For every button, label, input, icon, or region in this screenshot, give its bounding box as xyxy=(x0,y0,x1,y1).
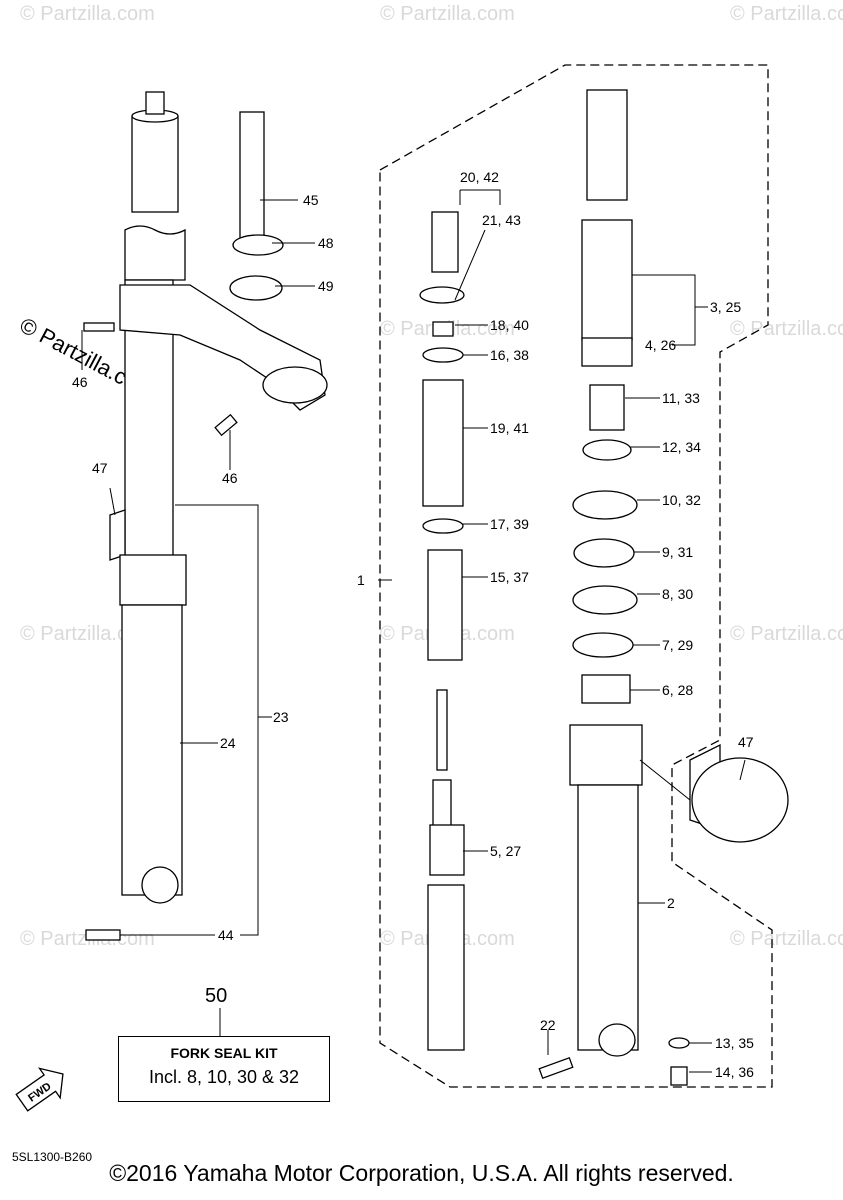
copyright-notice: ©2016 Yamaha Motor Corporation, U.S.A. A… xyxy=(109,1160,734,1186)
bracket-boss xyxy=(262,366,328,404)
callout-44: 44 xyxy=(218,927,234,943)
callout-5-27: 5, 27 xyxy=(490,843,521,859)
damper-body xyxy=(427,884,465,1051)
cap-bolt xyxy=(145,91,165,115)
bearing-48 xyxy=(232,234,284,256)
callout-8-30: 8, 30 xyxy=(662,586,693,602)
outer-axle-boss xyxy=(598,1023,636,1057)
kit-description: Incl. 8, 10, 30 & 32 xyxy=(148,1067,300,1087)
guide-11 xyxy=(589,384,625,431)
rod-lower xyxy=(432,779,452,831)
watermark: © Partzilla.com xyxy=(20,623,155,645)
callout-3-25: 3, 25 xyxy=(710,299,741,315)
callout-48: 48 xyxy=(318,235,334,251)
spacer-19 xyxy=(422,379,464,507)
inner-tube-break xyxy=(124,225,186,281)
callout-9-31: 9, 31 xyxy=(662,544,693,560)
dust-seal-10 xyxy=(572,490,638,520)
damper-stack xyxy=(419,211,465,1051)
outer-tube xyxy=(121,604,183,896)
bolt-22 xyxy=(538,1056,574,1080)
callout-12-34: 12, 34 xyxy=(662,439,701,455)
callout-4-26: 4, 26 xyxy=(645,337,676,353)
watermark: © Partzilla.com xyxy=(730,928,843,950)
outer-tube-2 xyxy=(577,784,639,1051)
cap-bolt-20 xyxy=(431,211,459,273)
callout-22: 22 xyxy=(540,1017,556,1033)
leader-lines xyxy=(81,189,746,1073)
washer-17 xyxy=(422,518,464,534)
watermark: © Partzilla.com xyxy=(20,3,155,25)
oil-seal-8 xyxy=(572,585,638,615)
watermark: © Partzilla.com xyxy=(730,318,843,340)
callout-6-28: 6, 28 xyxy=(662,682,693,698)
inner-tube-3 xyxy=(586,89,628,201)
slide-bush-4 xyxy=(581,337,633,367)
seal-12 xyxy=(582,439,632,461)
fwd-arrow: FWD xyxy=(15,1067,64,1112)
callout-7-29: 7, 29 xyxy=(662,637,693,653)
watermark: © Partzilla.com xyxy=(380,3,515,25)
steering-shaft xyxy=(239,111,265,243)
axle-boss xyxy=(141,866,179,904)
inner-tube-3-lower xyxy=(581,219,633,341)
rod-upper xyxy=(436,689,448,771)
tube-seal-stack xyxy=(538,89,789,1086)
clip-9 xyxy=(573,538,635,568)
callout-11-33: 11, 33 xyxy=(662,390,700,406)
callout-21-43: 21, 43 xyxy=(482,212,521,228)
callout-47-right: 47 xyxy=(738,734,754,750)
assembly-outline xyxy=(379,64,773,1088)
callout-19-41: 19, 41 xyxy=(490,420,529,436)
outer-tube-top xyxy=(119,554,187,606)
inner-tube-top xyxy=(131,115,179,213)
callout-17-39: 17, 39 xyxy=(490,516,529,532)
callout-20-42: 20, 42 xyxy=(460,169,499,185)
fork-seal-kit-box: FORK SEAL KIT Incl. 8, 10, 30 & 32 xyxy=(118,1036,330,1102)
nut-18 xyxy=(432,321,454,337)
callout-18-40: 18, 40 xyxy=(490,317,529,333)
washer-7 xyxy=(572,632,634,658)
bolt-44 xyxy=(85,929,121,941)
callout-47-left: 47 xyxy=(92,460,108,476)
callout-13-35: 13, 35 xyxy=(715,1035,754,1051)
callout-15-37: 15, 37 xyxy=(490,569,529,585)
watermark: © Partzilla.com xyxy=(730,3,843,25)
bush-6 xyxy=(581,674,631,704)
callout-46-lower: 46 xyxy=(222,470,238,486)
callout-14-36: 14, 36 xyxy=(715,1064,754,1080)
bolt-46-lower xyxy=(214,413,238,437)
damper-5 xyxy=(429,824,465,876)
guard-47 xyxy=(109,509,126,561)
guard-ring-47 xyxy=(691,757,789,843)
kit-ref-number: 50 xyxy=(205,985,228,1007)
spring-15 xyxy=(427,549,463,661)
callout-24: 24 xyxy=(220,735,236,751)
bolt-46-upper xyxy=(83,322,115,332)
watermark: © Partzilla.com xyxy=(730,623,843,645)
bearing-49 xyxy=(229,275,283,301)
washer-16 xyxy=(422,347,464,363)
assembled-fork xyxy=(83,91,328,941)
washer-13 xyxy=(668,1037,690,1049)
callout-46-upper: 46 xyxy=(72,374,88,390)
callout-49: 49 xyxy=(318,278,334,294)
callout-1: 1 xyxy=(357,572,365,588)
kit-title: FORK SEAL KIT xyxy=(170,1045,278,1061)
outer-tube-2-top xyxy=(569,724,643,786)
callout-10-32: 10, 32 xyxy=(662,492,701,508)
o-ring-21 xyxy=(419,286,465,304)
callout-16-38: 16, 38 xyxy=(490,347,529,363)
callout-45: 45 xyxy=(303,192,319,208)
callout-23: 23 xyxy=(273,709,289,725)
diagram-code: 5SL1300-B260 xyxy=(12,1150,93,1164)
bolt-14 xyxy=(670,1066,688,1086)
callout-labels: 1 2 3, 25 4, 26 5, 27 6, 28 7, 29 8, 30 … xyxy=(72,169,754,1080)
callout-2: 2 xyxy=(667,895,675,911)
